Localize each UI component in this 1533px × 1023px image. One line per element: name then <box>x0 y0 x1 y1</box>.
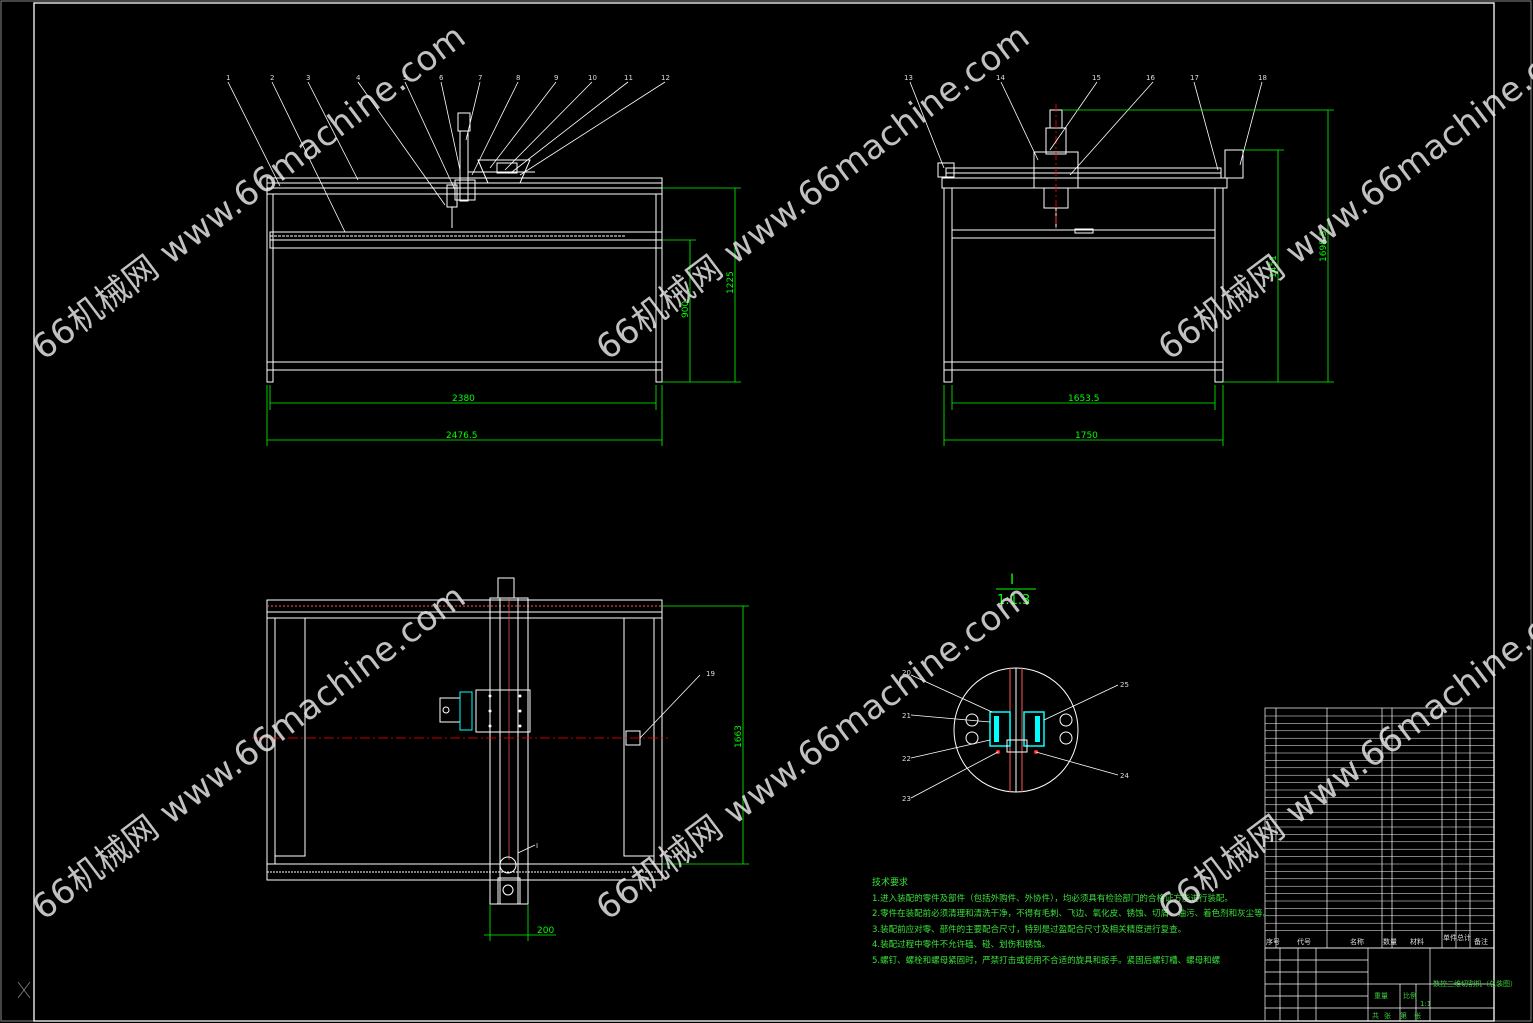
dim-overall-height: 1225 <box>726 271 736 294</box>
part-number: 13 <box>904 74 913 82</box>
part-number: 7 <box>478 74 482 82</box>
part-number: 24 <box>1120 772 1129 780</box>
detail-marker: I <box>536 842 538 850</box>
tech-requirement-item: 5.螺钉、螺栓和螺母紧固时，严禁打击或使用不合适的旋具和扳手。紧固后螺钉槽、螺母… <box>872 955 1221 966</box>
col-header: 总计 <box>1457 933 1471 942</box>
col-header: 单件 <box>1443 933 1457 942</box>
parts-list-rows <box>1265 715 1494 931</box>
side-view-dimensions <box>943 109 1334 446</box>
detail-part-labels: 20 21 22 23 25 24 <box>902 669 1129 803</box>
tech-requirements: 技术要求 1.进入装配的零件及部件（包括外购件、外协件），均必须具有检验部门的合… <box>872 876 1272 969</box>
dim-offset: 200 <box>537 926 554 936</box>
tech-requirements-heading: 技术要求 <box>872 878 909 888</box>
dim-depth: 1663 <box>734 725 744 748</box>
side-view <box>937 109 1244 383</box>
part-number: 20 <box>902 669 911 677</box>
side-view-part-labels: 13 14 15 16 17 18 <box>904 74 1267 82</box>
parts-list <box>1264 707 1495 949</box>
part-number: 2 <box>270 74 274 82</box>
part-number: 4 <box>356 74 361 82</box>
side-view-leaders <box>909 81 1263 176</box>
tech-requirement-item: 3.装配前应对零、部件的主要配合尺寸，特别是过盈配合尺寸及相关精度进行复查。 <box>872 924 1187 935</box>
tech-requirement-item: 2.零件在装配前必须清理和清洗干净，不得有毛刺、飞边、氧化皮、锈蚀、切屑、油污、… <box>872 909 1272 919</box>
part-number: 5 <box>403 74 407 82</box>
dim-inner-width: 1653.5 <box>1068 394 1100 404</box>
dim-height-b: 1695.5 <box>1319 231 1329 263</box>
side-view-dim-text: 1653.5 1750 1451 1695.5 <box>1068 231 1329 442</box>
part-number: 11 <box>624 74 633 82</box>
dim-inner-width: 2380 <box>452 394 475 404</box>
drawing-name: 数控三维切割机（总装图） <box>1433 979 1517 988</box>
part-number: 17 <box>1190 74 1199 82</box>
part-number: 14 <box>996 74 1005 82</box>
sheet-border-inner <box>33 2 1495 1022</box>
tech-requirement-item: 4.装配过程中零件不允许磕、碰、划伤和锈蚀。 <box>872 940 1051 950</box>
title-block <box>1264 947 1495 1022</box>
part-number: 18 <box>1258 74 1267 82</box>
part-number: 22 <box>902 755 911 763</box>
detail-leaders <box>910 674 1119 799</box>
dim-overall-width: 1750 <box>1075 431 1098 441</box>
part-number: 16 <box>1146 74 1155 82</box>
top-view <box>266 577 663 905</box>
dim-overall-width: 2476.5 <box>446 431 478 441</box>
part-number: 1 <box>226 74 230 82</box>
part-number: 12 <box>661 74 670 82</box>
top-view-dimensions <box>484 605 749 941</box>
part-number: 19 <box>706 670 715 678</box>
part-number: 21 <box>902 712 911 720</box>
col-header: 备注 <box>1474 937 1488 946</box>
parts-list-header: 序号 代号 名称 数量 材料 单件 总计 备注 <box>1266 933 1488 946</box>
dim-height-a: 1451 <box>1269 255 1279 278</box>
col-header: 代号 <box>1297 937 1311 946</box>
tech-requirement-item: 1.进入装配的零件及部件（包括外购件、外协件），均必须具有检验部门的合格证方能进… <box>872 893 1233 904</box>
sheet-label: 共 <box>1372 1011 1379 1020</box>
part-number: 15 <box>1092 74 1101 82</box>
col-header: 材料 <box>1410 937 1424 946</box>
part-number: 8 <box>516 74 520 82</box>
sheet-label: 张 <box>1414 1011 1421 1020</box>
sheet-label: 张 <box>1384 1011 1391 1020</box>
col-header: 名称 <box>1350 937 1364 946</box>
part-number: 6 <box>439 74 444 82</box>
part-number: 23 <box>902 795 911 803</box>
detail-title: I <box>1010 572 1014 588</box>
dim-table-height: 900 <box>681 301 691 318</box>
scale-label: 比例 <box>1403 991 1417 1000</box>
scale-value: 1:1 <box>1420 1000 1431 1008</box>
front-view-dimensions <box>266 187 741 446</box>
front-view-leaders <box>227 81 666 233</box>
front-view <box>266 112 663 383</box>
col-header: 序号 <box>1266 937 1280 946</box>
sheet-label: 第 <box>1400 1011 1407 1020</box>
front-view-dim-text: 2380 2476.5 900 1225 <box>446 271 736 441</box>
weight-label: 重量 <box>1374 992 1388 1000</box>
front-view-part-labels: 1 2 3 4 5 6 7 8 9 10 11 12 <box>226 74 670 82</box>
part-number: 10 <box>588 74 597 82</box>
title-block-text: 数控三维切割机（总装图） 重量 比例 1:1 共 张 第 张 <box>1372 979 1517 1020</box>
part-number: 9 <box>554 74 558 82</box>
part-number: 25 <box>1120 681 1129 689</box>
col-header: 数量 <box>1383 937 1397 946</box>
detail-scale: 1:1.3 <box>997 593 1030 608</box>
detail-view <box>953 667 1079 793</box>
part-number: 3 <box>306 74 310 82</box>
